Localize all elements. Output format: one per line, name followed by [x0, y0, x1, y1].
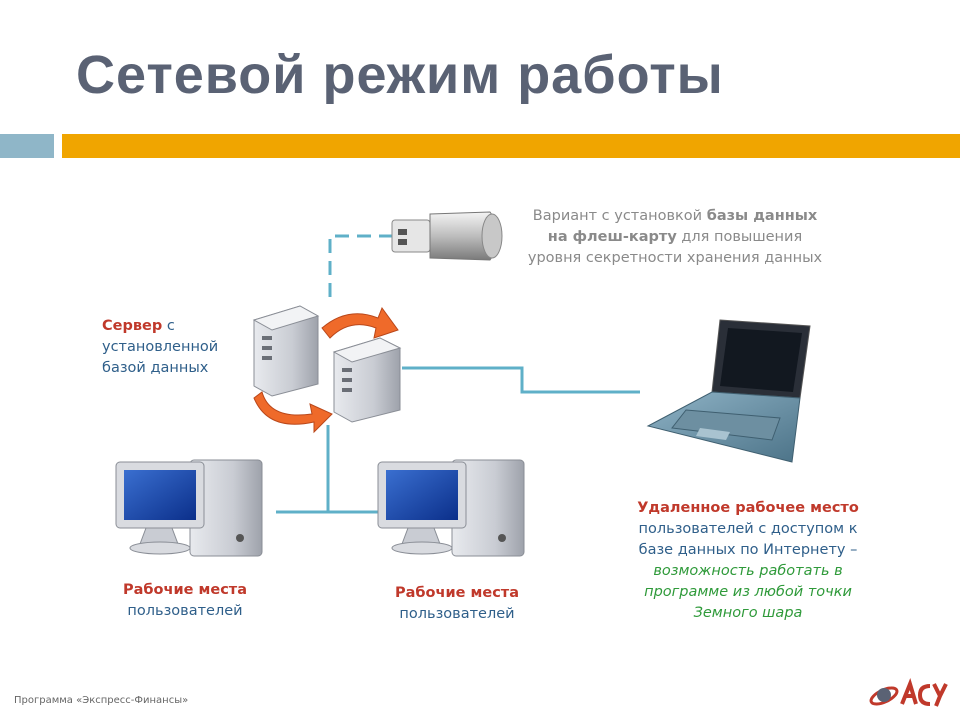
workstation-mid-label: Рабочие места пользователей [395, 585, 519, 622]
accent-bar-orange [62, 134, 960, 158]
laptop-icon [646, 319, 811, 463]
server-label: Сервер с установленной базой данных [102, 318, 219, 376]
flash-caption: Вариант с установкой базы данных на флеш… [527, 208, 823, 266]
footer-text: Программа «Экспресс-Финансы» [14, 695, 189, 706]
server-icon [252, 305, 402, 423]
company-logo-icon [869, 677, 948, 707]
page-title: Сетевой режим работы [76, 45, 724, 105]
usb-flash-icon [391, 211, 503, 261]
dashed-line-to-flash [328, 234, 392, 297]
remote-workplace-label: Удаленное рабочее место пользователей с … [637, 500, 859, 621]
desktop-computer-icon [115, 459, 263, 557]
desktop-computer-icon [377, 459, 525, 557]
connector-lines [276, 234, 640, 514]
line-to-laptop [402, 366, 640, 394]
accent-bar-blue [0, 134, 54, 158]
sync-arrows-icon [253, 306, 399, 434]
workstation-left-label: Рабочие места пользователей [123, 582, 247, 619]
